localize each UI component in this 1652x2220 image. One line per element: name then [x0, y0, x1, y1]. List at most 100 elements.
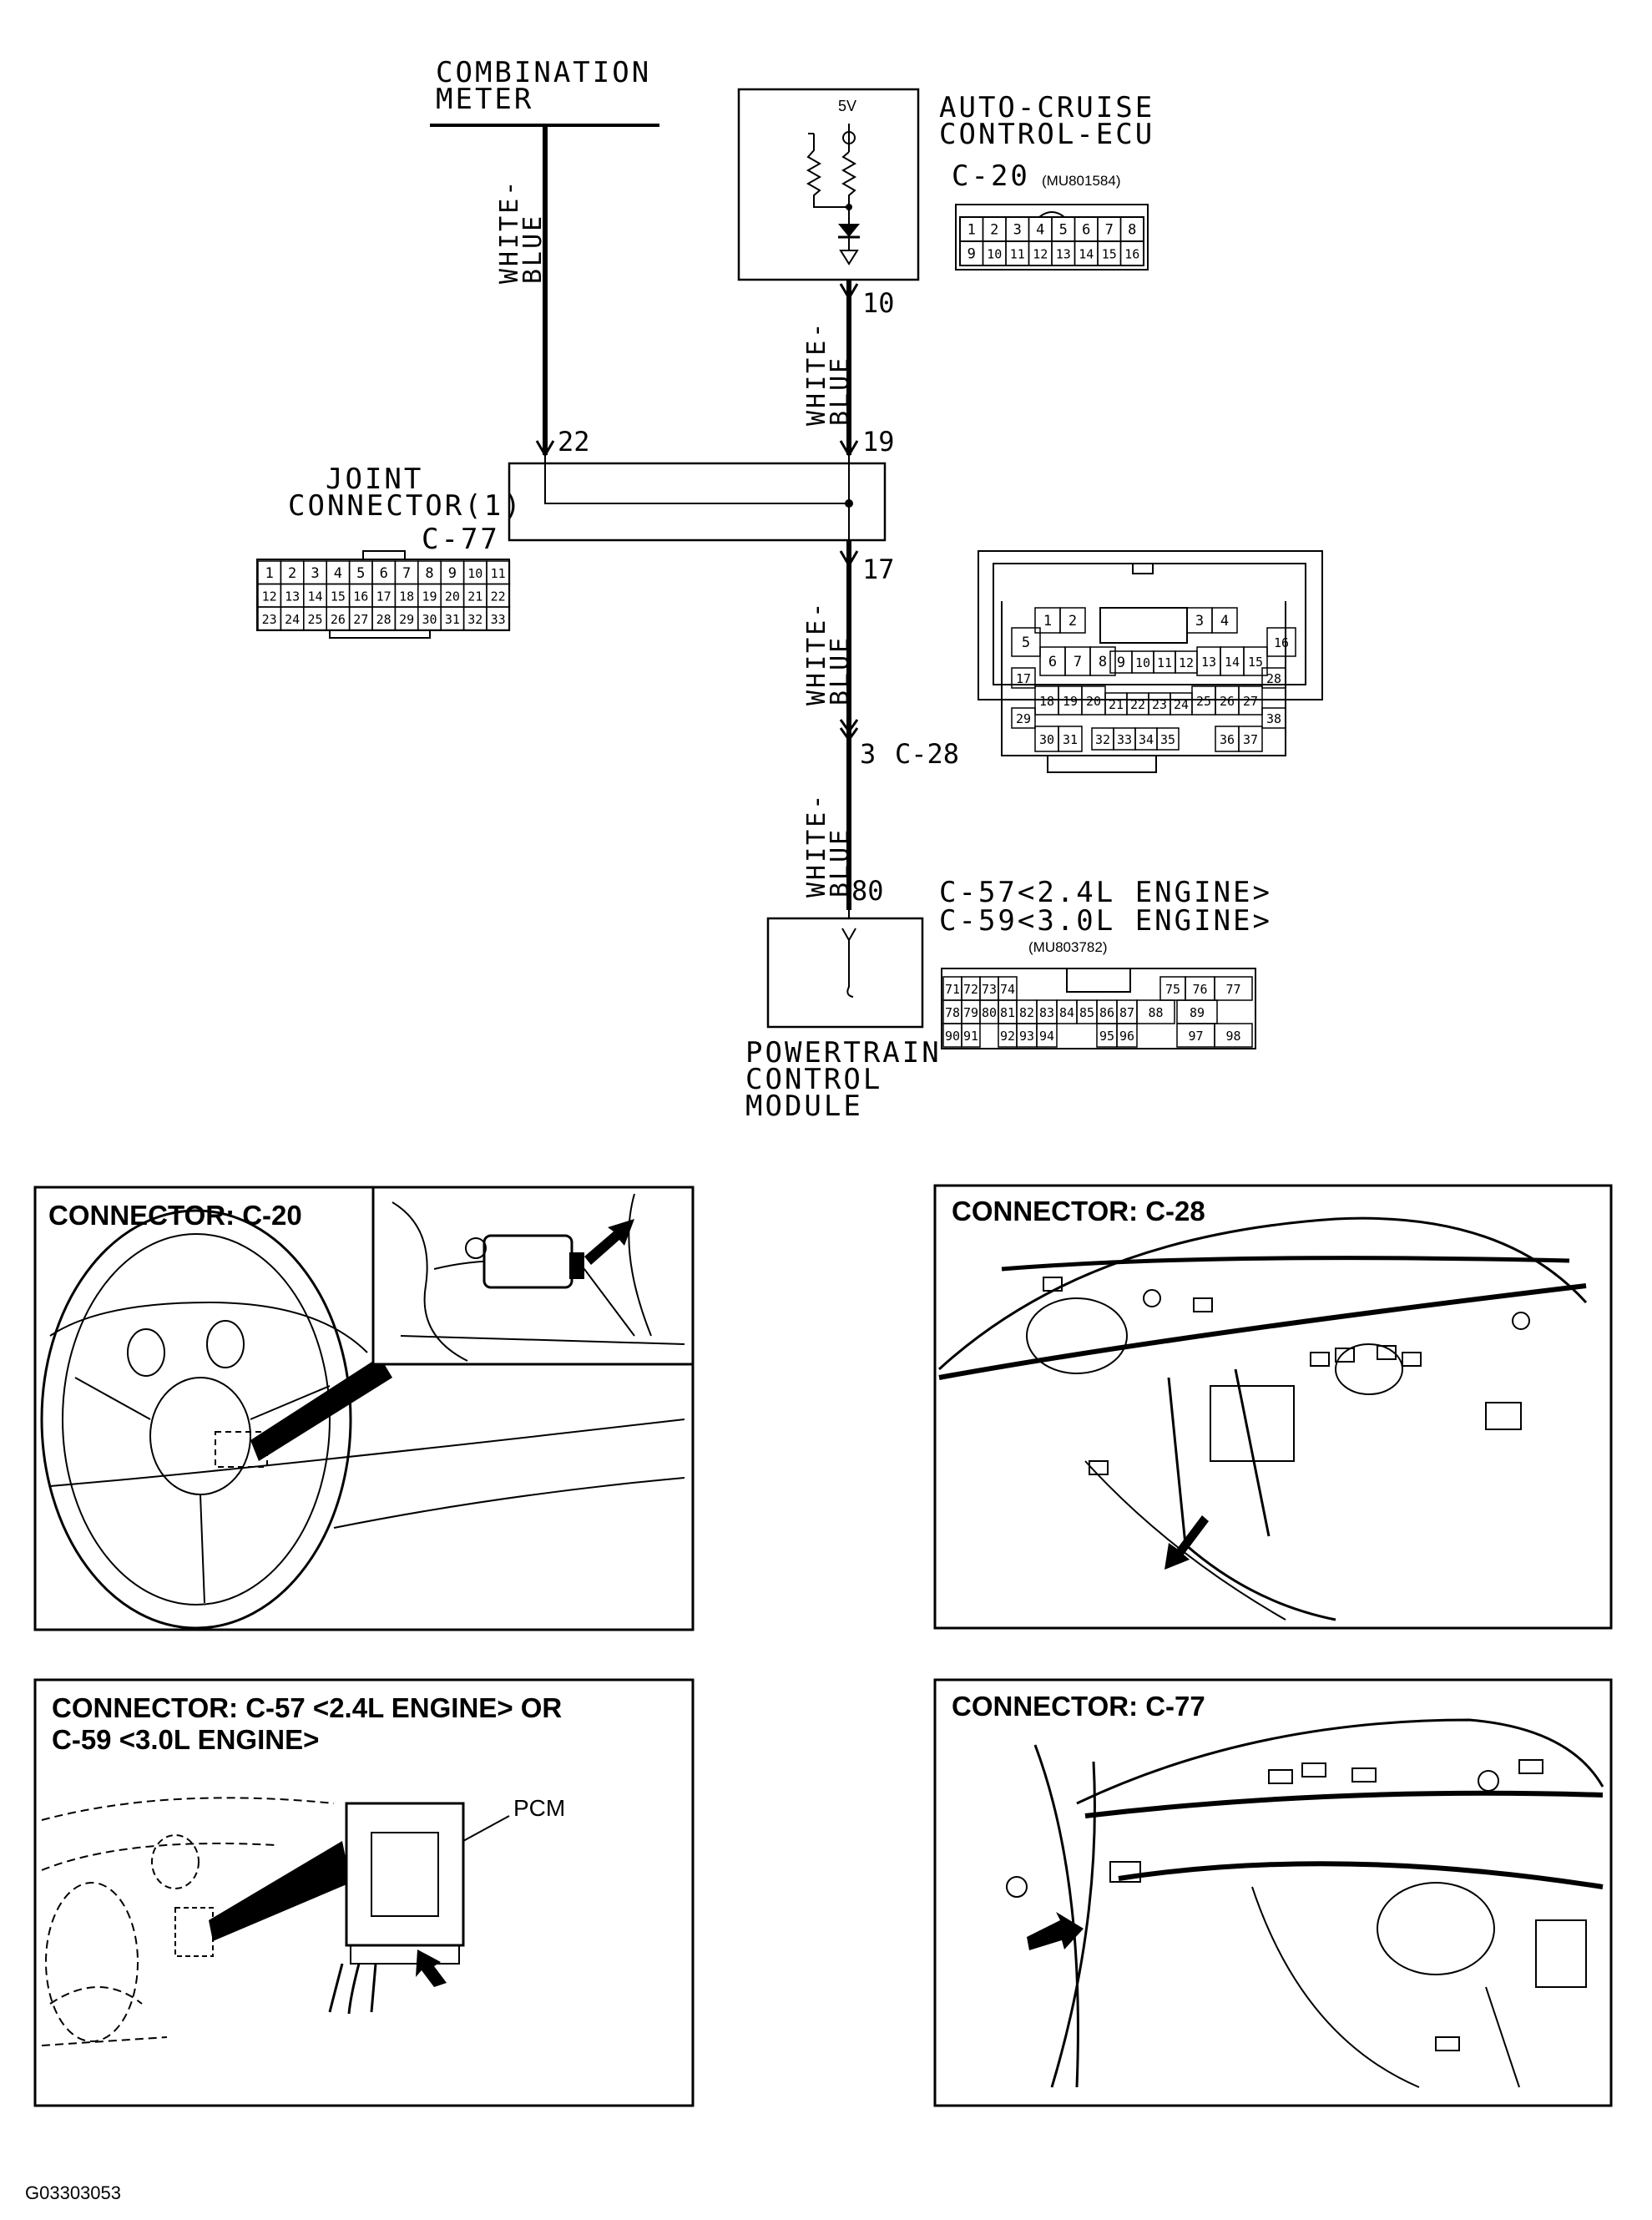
c28-pin-number: 20	[1086, 694, 1101, 709]
pcm-module-drawing	[345, 1802, 465, 1947]
pcm-pin-number: 83	[1039, 1005, 1054, 1020]
c77-pin-number: 4	[334, 565, 342, 582]
pcm-label-2: CONTROL	[745, 1063, 882, 1096]
c20-pin-number: 1	[967, 222, 976, 239]
pcm-pin-cell	[961, 1023, 981, 1048]
c20-pin-number: 5	[1059, 222, 1068, 239]
c28-pin-number: 4	[1220, 613, 1229, 630]
pcm-pin-number: 77	[1225, 982, 1240, 997]
c28-pin-number: 30	[1039, 732, 1054, 747]
ecu-box	[737, 88, 920, 281]
c28-pin-number: 3	[1195, 613, 1204, 630]
c28-pin-number: 25	[1196, 694, 1211, 709]
c28-pin-number: 14	[1225, 655, 1240, 670]
c28-pin-number: 8	[1099, 654, 1107, 670]
pcm-pin-number: 87	[1119, 1005, 1134, 1020]
c77-arrow	[1027, 1912, 1084, 1950]
c77-pin-number: 29	[399, 612, 414, 627]
pcm-part-number: (MU803782)	[1028, 939, 1108, 955]
c28-pin-number: 18	[1039, 694, 1054, 709]
joint-connector-box	[508, 462, 887, 542]
c20-pin-number: 4	[1036, 222, 1044, 239]
c77-pin-number: 7	[402, 565, 411, 582]
c20-pin-number: 14	[1079, 247, 1094, 262]
c20-pin-number: 13	[1056, 247, 1071, 262]
svg-text:WHITE-: WHITE-	[802, 321, 831, 426]
c28-pin-cell	[1238, 726, 1263, 752]
c20-location-dashed-box	[215, 1431, 268, 1468]
svg-text:WHITE-: WHITE-	[802, 600, 831, 705]
pcm-label-3: MODULE	[745, 1090, 863, 1123]
pcm-pin-number: 94	[1039, 1029, 1054, 1044]
c77-pin-number: 6	[380, 565, 388, 582]
c20-pin-number: 12	[1033, 247, 1048, 262]
ecu-5v-label: 5V	[838, 98, 856, 114]
pcm-pin-number: 91	[963, 1029, 978, 1044]
c28-pin-number: 22	[1130, 697, 1145, 712]
pin-19-label: 19	[862, 426, 895, 458]
c28-pin-number: 37	[1243, 732, 1258, 747]
pcm-connector-24l: C-57<2.4L ENGINE>	[939, 876, 1272, 909]
wire-color-label-meter: WHITE- BLUE	[495, 179, 548, 284]
c28-pin-number: 15	[1248, 655, 1263, 670]
c28-pin-number: 36	[1220, 732, 1235, 747]
ecu-diode	[838, 224, 860, 237]
c28-pin-number: 21	[1109, 697, 1124, 712]
pcm-pin-number: 92	[1000, 1029, 1015, 1044]
pcm-pin-cell	[1214, 976, 1253, 1001]
c77-pin-number: 32	[467, 612, 482, 627]
ecu-connector-id: C-20	[952, 159, 1030, 193]
c77-pin-number: 17	[376, 589, 392, 604]
c20-callout-pointer	[250, 1357, 392, 1461]
c28-pin-number: 33	[1117, 732, 1132, 747]
c77-pin-number: 14	[307, 589, 322, 604]
c77-pin-number: 9	[448, 565, 457, 582]
panel-c57-title-1: CONNECTOR: C-57 <2.4L ENGINE> OR	[52, 1692, 562, 1723]
pcm-pin-number: 93	[1019, 1029, 1034, 1044]
c77-pin-number: 13	[285, 589, 300, 604]
pcm-box	[766, 917, 924, 1029]
c28-pin-number: 31	[1063, 732, 1078, 747]
pin-22-label: 22	[558, 426, 590, 458]
pin-17-label: 17	[862, 554, 895, 585]
c77-lower-harness	[1118, 1861, 1604, 1889]
c77-pin-number: 11	[491, 566, 506, 581]
c77-pin-number: 18	[399, 589, 414, 604]
c77-pin-number: 15	[331, 589, 346, 604]
c28-pin-number: 9	[1117, 655, 1125, 671]
pcm-pin-number: 86	[1099, 1005, 1114, 1020]
steering-wheel-outline	[40, 1209, 352, 1630]
c28-pin-number: 16	[1274, 635, 1289, 650]
pcm-pin-number: 79	[963, 1005, 978, 1020]
c77-pin-number: 25	[307, 612, 322, 627]
c20-arrow	[584, 1219, 634, 1265]
ecu-sense-resistor	[806, 134, 849, 208]
pcm-pin-cell	[1116, 1023, 1138, 1048]
pin-10-label: 10	[862, 287, 895, 319]
pcm-pin-number: 74	[1000, 982, 1015, 997]
c77-pin-number: 27	[353, 612, 368, 627]
c77-pin-number: 2	[288, 565, 296, 582]
c28-pin-number: 24	[1174, 697, 1189, 712]
c28-connector-id: C-28	[895, 738, 959, 770]
panel-c57-c59: CONNECTOR: C-57 <2.4L ENGINE> OR C-59 <3…	[33, 1678, 695, 2107]
pcm-connector-30l: C-59<3.0L ENGINE>	[939, 904, 1272, 938]
c20-pin-number: 6	[1082, 222, 1090, 239]
panel-c77: CONNECTOR: C-77	[933, 1678, 1613, 2107]
c28-pin-number: 27	[1243, 694, 1258, 709]
pcm-pin-number: 75	[1165, 982, 1180, 997]
c28-pin-cell	[1243, 646, 1268, 676]
c20-pin-number: 3	[1013, 222, 1022, 239]
pcm-pin-number: 71	[945, 982, 960, 997]
c20-ecu-module	[482, 1234, 573, 1289]
panel-c57-title-2: C-59 <3.0L ENGINE>	[52, 1724, 319, 1755]
pcm-pin-cell	[1036, 1023, 1058, 1048]
c28-pin-number: 35	[1160, 732, 1175, 747]
ecu-label-2: CONTROL-ECU	[939, 118, 1154, 151]
joint-connector-id: C-77	[422, 523, 500, 556]
c77-pin-number: 10	[467, 566, 482, 581]
svg-text:BLUE: BLUE	[518, 214, 548, 284]
c77-pin-number: 31	[445, 612, 460, 627]
c77-pin-number: 30	[422, 612, 437, 627]
